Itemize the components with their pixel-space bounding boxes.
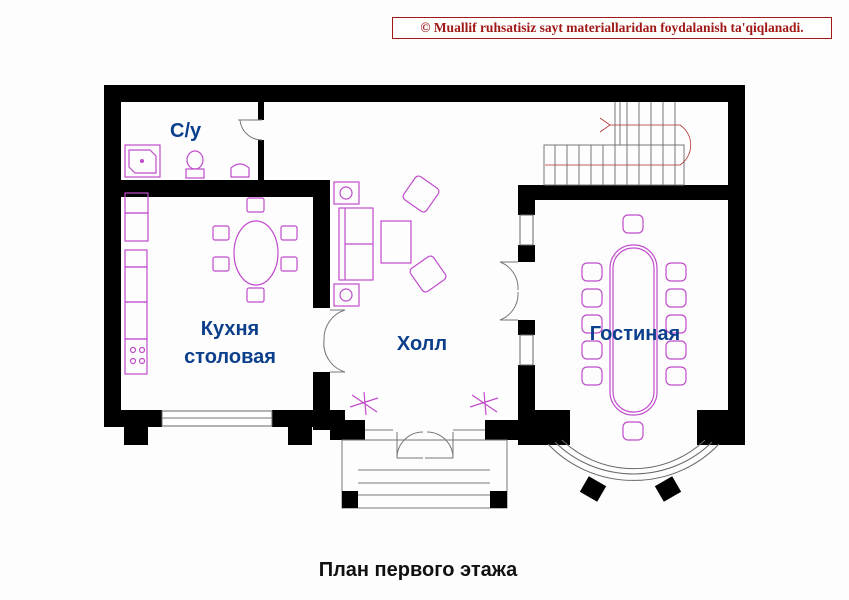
plan-caption: План первого этажа	[319, 559, 518, 581]
chair	[622, 421, 644, 441]
chair	[665, 340, 687, 360]
room-label-living: Гостиная	[590, 323, 680, 345]
chair	[622, 214, 644, 234]
chair	[665, 314, 687, 334]
walls	[104, 85, 745, 445]
windows	[161, 214, 720, 502]
chair	[581, 314, 603, 334]
room-label-dining: столовая	[184, 346, 276, 368]
room-label-bathroom: С/у	[170, 120, 202, 142]
chair	[665, 366, 687, 386]
hall-furniture	[333, 175, 499, 416]
chair	[581, 366, 603, 386]
room-label-hall: Холл	[397, 333, 447, 355]
copyright-notice: © Muallif ruhsatisiz sayt materiallarida…	[392, 17, 832, 39]
doors	[238, 119, 519, 459]
bathroom-fixtures	[124, 144, 250, 179]
room-label-kitchen: Кухня	[201, 318, 259, 340]
chair	[665, 262, 687, 282]
living-furniture	[581, 214, 687, 441]
chair	[581, 262, 603, 282]
entrance-steps	[341, 439, 508, 509]
staircase[interactable]	[543, 102, 692, 186]
chair	[581, 288, 603, 308]
chair	[581, 340, 603, 360]
chair	[665, 288, 687, 308]
kitchen-furniture	[124, 192, 298, 375]
